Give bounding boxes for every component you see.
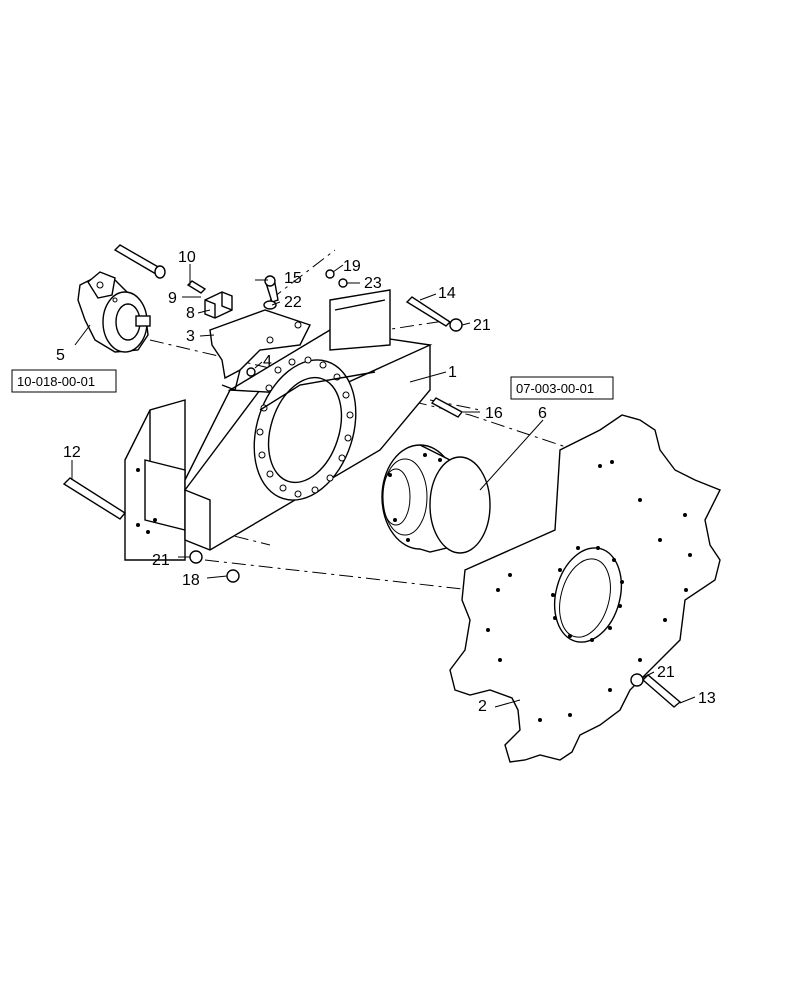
label-part-21-left: 21 xyxy=(152,552,170,569)
housing-part-1 xyxy=(124,289,433,561)
label-part-13: 13 xyxy=(698,690,716,707)
label-part-18: 18 xyxy=(182,572,200,589)
bracket-part-3 xyxy=(209,309,311,391)
label-part-5: 5 xyxy=(56,347,65,364)
label-part-10: 10 xyxy=(178,249,196,266)
motor-reference-box: 10-018-00-01 xyxy=(11,369,117,393)
gear-reference-box: 07-003-00-01 xyxy=(510,376,614,400)
label-part-23: 23 xyxy=(364,275,382,292)
gear-reference-label: 07-003-00-01 xyxy=(516,381,594,396)
label-part-6: 6 xyxy=(538,405,547,422)
label-part-8: 8 xyxy=(186,305,195,322)
fasteners xyxy=(62,244,682,708)
label-part-21-lower: 21 xyxy=(657,664,675,681)
drum-plate-holes xyxy=(486,460,692,722)
label-part-1: 1 xyxy=(448,364,457,381)
label-part-21-right: 21 xyxy=(473,317,491,334)
part-number-labels: 10 9 8 3 15 22 19 23 14 21 1 16 6 4 5 12… xyxy=(56,249,716,715)
label-part-3: 3 xyxy=(186,328,195,345)
label-part-2: 2 xyxy=(478,698,487,715)
drum-plate-part-2 xyxy=(449,414,721,763)
gear-reducer-part-6 xyxy=(381,444,491,554)
label-part-14: 14 xyxy=(438,285,456,302)
reducer-bolt-holes xyxy=(388,453,442,542)
leader-lines xyxy=(71,264,696,708)
label-part-16: 16 xyxy=(485,405,503,422)
label-part-4: 4 xyxy=(263,353,272,370)
block-part-8 xyxy=(204,291,233,319)
label-part-12: 12 xyxy=(63,444,81,461)
label-part-22: 22 xyxy=(284,294,302,311)
label-part-19: 19 xyxy=(343,258,361,275)
label-part-9: 9 xyxy=(168,290,177,307)
motor-part-5 xyxy=(77,271,151,353)
label-part-15: 15 xyxy=(284,270,302,287)
motor-reference-label: 10-018-00-01 xyxy=(17,374,95,389)
